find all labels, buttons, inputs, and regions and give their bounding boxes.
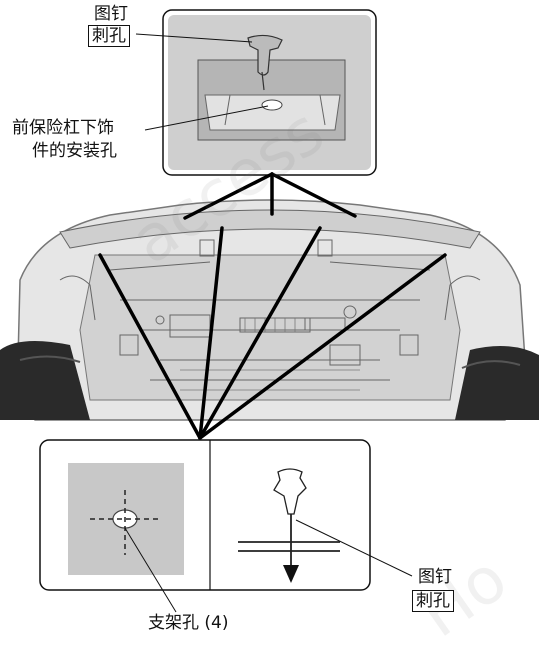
bottom-clip-label: 图钉	[418, 567, 452, 587]
bottom-detail-box	[39, 439, 413, 613]
top-clip-label: 图钉	[94, 4, 128, 24]
top-hole-label: 刺孔	[88, 25, 130, 47]
bumper-hole-label-line1: 前保险杠下饰	[12, 118, 114, 138]
bottom-pointer-lines	[98, 226, 447, 440]
top-pointer-lines	[183, 172, 357, 220]
top-detail-box	[135, 9, 377, 176]
bracket-hole-label: 支架孔 (4)	[148, 613, 229, 633]
bumper-hole-label-line2: 件的安装孔	[32, 141, 117, 161]
bottom-hole-label: 刺孔	[412, 590, 454, 612]
